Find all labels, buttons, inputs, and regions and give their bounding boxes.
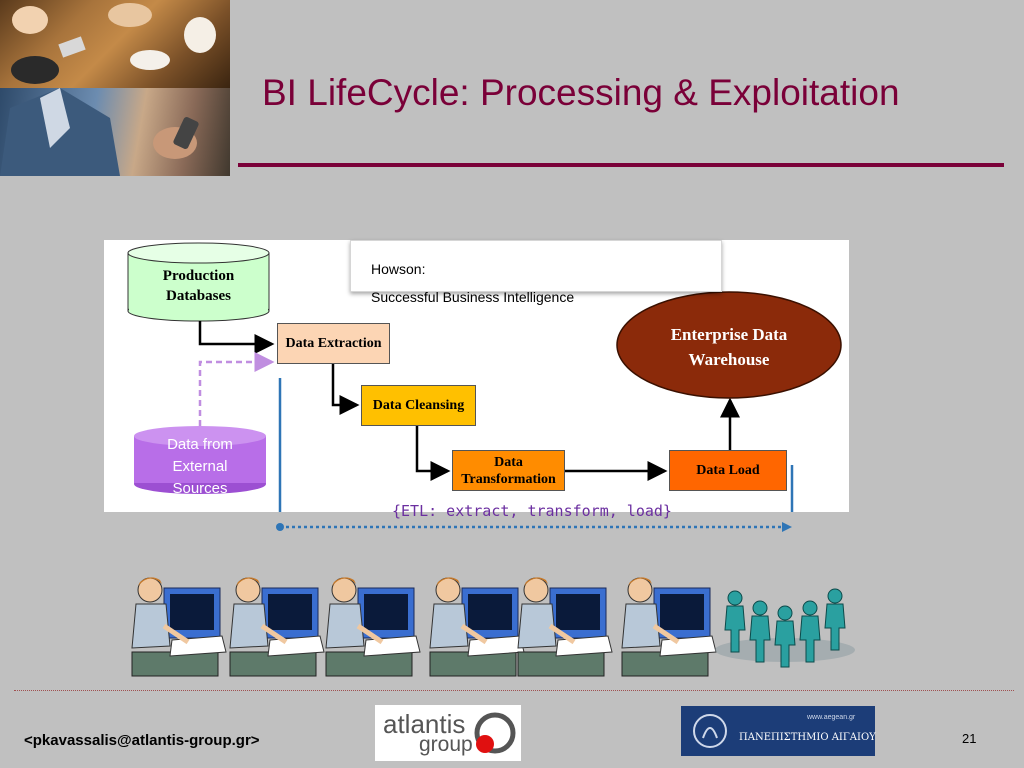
office-worker-icon [518, 577, 612, 676]
external-sources-cylinder [134, 426, 266, 494]
citation-title: Successful Business Intelligence [371, 289, 575, 305]
production-databases-label: Production Databases [162, 268, 235, 304]
data-load-box: Data Load [669, 450, 787, 491]
etl-span-arrow [276, 522, 792, 532]
footer-divider [14, 690, 1014, 691]
aegean-name: ΠΑΝΕΠΙΣΤΗΜΙΟ ΑΙΓΑΙΟΥ [739, 732, 876, 743]
enterprise-warehouse-label: Enterprise Data Warehouse [670, 325, 788, 369]
title-underline [238, 163, 1004, 167]
atlantis-circle-icon [474, 712, 516, 754]
people-chain-icon [715, 588, 855, 668]
author-email: <pkavassalis@atlantis-group.gr> [24, 732, 260, 749]
data-cleansing-box: Data Cleansing [361, 385, 476, 426]
etl-diagram: Production Databases Data Extraction Dat… [104, 240, 849, 512]
office-worker-icon [622, 577, 716, 676]
aegean-url: www.aegean.gr [807, 714, 856, 721]
aegean-emblem-icon [693, 714, 727, 748]
workers-row [120, 570, 855, 680]
etl-label: {ETL: extract, transform, load} [392, 502, 672, 520]
atlantis-logo: atlantis group [375, 705, 521, 761]
enterprise-warehouse-ellipse [616, 291, 842, 399]
header-photo-businessman [0, 88, 230, 176]
citation-callout: Howson: Successful Business Intelligence [350, 240, 722, 305]
citation-author: Howson: [371, 261, 426, 277]
office-worker-icon [132, 577, 226, 676]
diagram-connectors [127, 242, 842, 512]
page-number: 21 [962, 731, 977, 746]
aegean-logo: www.aegean.gr ΠΑΝΕΠΙΣΤΗΜΙΟ ΑΙΓΑΙΟΥ [681, 706, 876, 756]
slide-title: BI LifeCycle: Processing & Exploitation [262, 72, 900, 113]
data-transformation-box: Data Transformation [452, 450, 565, 491]
office-worker-icon [326, 577, 420, 676]
production-databases-cylinder [127, 242, 270, 322]
office-worker-icon [430, 577, 524, 676]
data-extraction-box: Data Extraction [277, 323, 390, 364]
atlantis-logo-group: group [419, 733, 473, 756]
header-photo-meeting [0, 0, 230, 88]
external-sources-label: Data from External Sources [167, 436, 233, 497]
office-worker-icon [230, 577, 324, 676]
atlantis-logo-word: atlantis [383, 709, 466, 739]
